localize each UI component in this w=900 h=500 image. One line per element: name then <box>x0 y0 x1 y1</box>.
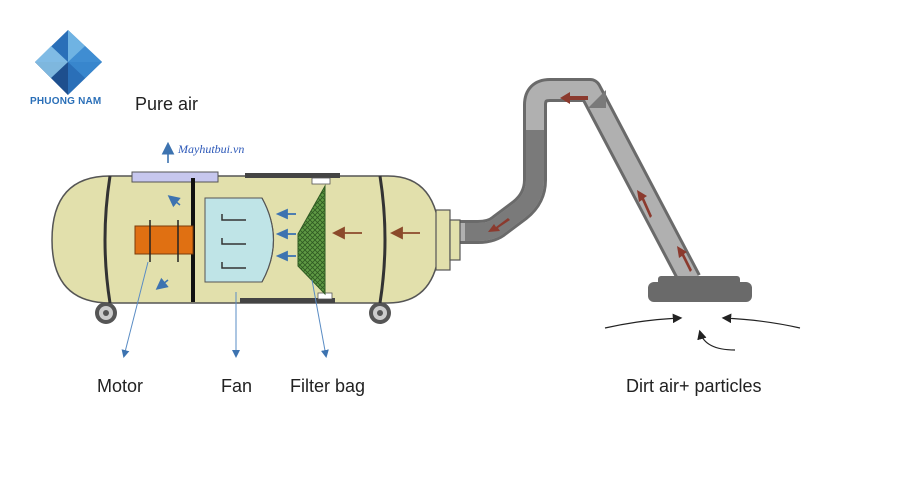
label-filter-bag: Filter bag <box>290 376 366 396</box>
label-fan: Fan <box>221 376 253 396</box>
label-dirt-air: Dirt air+ particles <box>626 376 762 396</box>
fan <box>204 197 275 283</box>
brand-logo <box>35 30 102 95</box>
label-pure-air: Pure air <box>135 94 199 114</box>
suction-hose <box>458 78 701 286</box>
brand-name: PHUONG NAM <box>30 96 102 107</box>
filter-bag <box>297 184 326 296</box>
suction-nozzle <box>648 276 752 302</box>
label-motor: Motor <box>97 376 144 396</box>
duct-airflow-arrows <box>488 92 692 272</box>
intake-airflow-arrows <box>604 313 801 351</box>
watermark-text: Mayhutbui.vn <box>178 142 245 156</box>
internal-airflow-arrows <box>155 195 420 290</box>
label-leader-lines <box>121 261 329 358</box>
wheel-right <box>369 302 391 324</box>
wheel-left <box>95 302 117 324</box>
motor <box>134 220 194 262</box>
